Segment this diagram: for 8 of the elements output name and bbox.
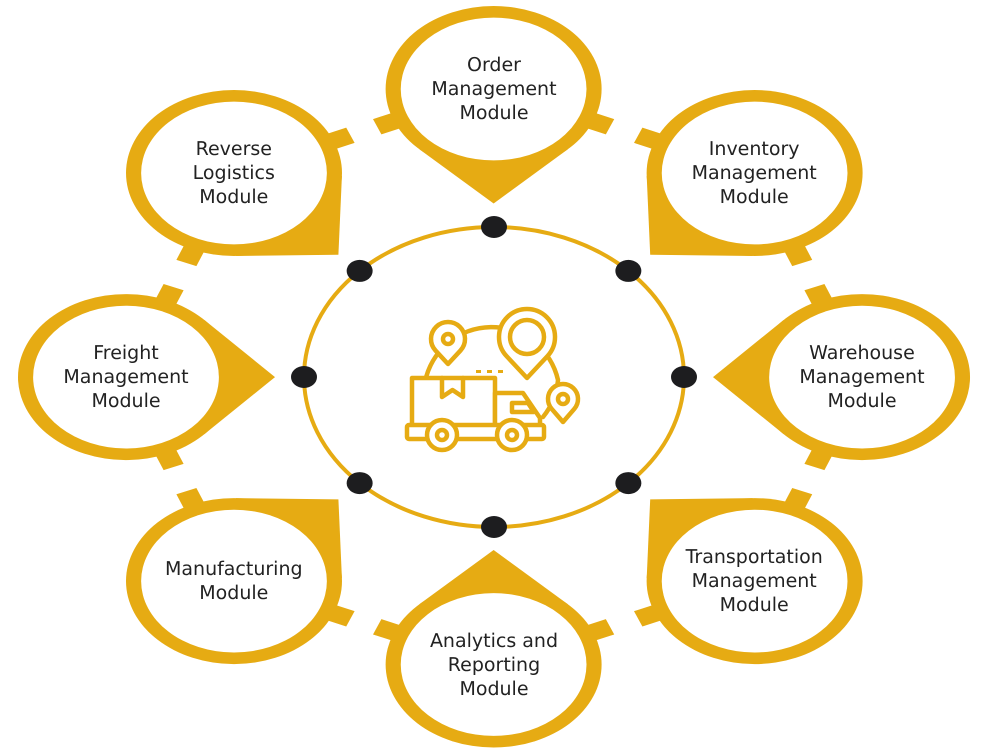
- module-label: Transportation Management Module: [684, 544, 824, 617]
- module-label: Freight Management Module: [62, 340, 190, 413]
- module-label: Manufacturing Module: [164, 556, 304, 605]
- module-label: Inventory Management Module: [690, 137, 818, 210]
- module-label: Reverse Logistics Module: [192, 137, 276, 210]
- module-label: Analytics and Reporting Module: [428, 628, 559, 701]
- module-label: Order Management Module: [430, 53, 558, 125]
- module-label: Warehouse Management Module: [798, 340, 926, 413]
